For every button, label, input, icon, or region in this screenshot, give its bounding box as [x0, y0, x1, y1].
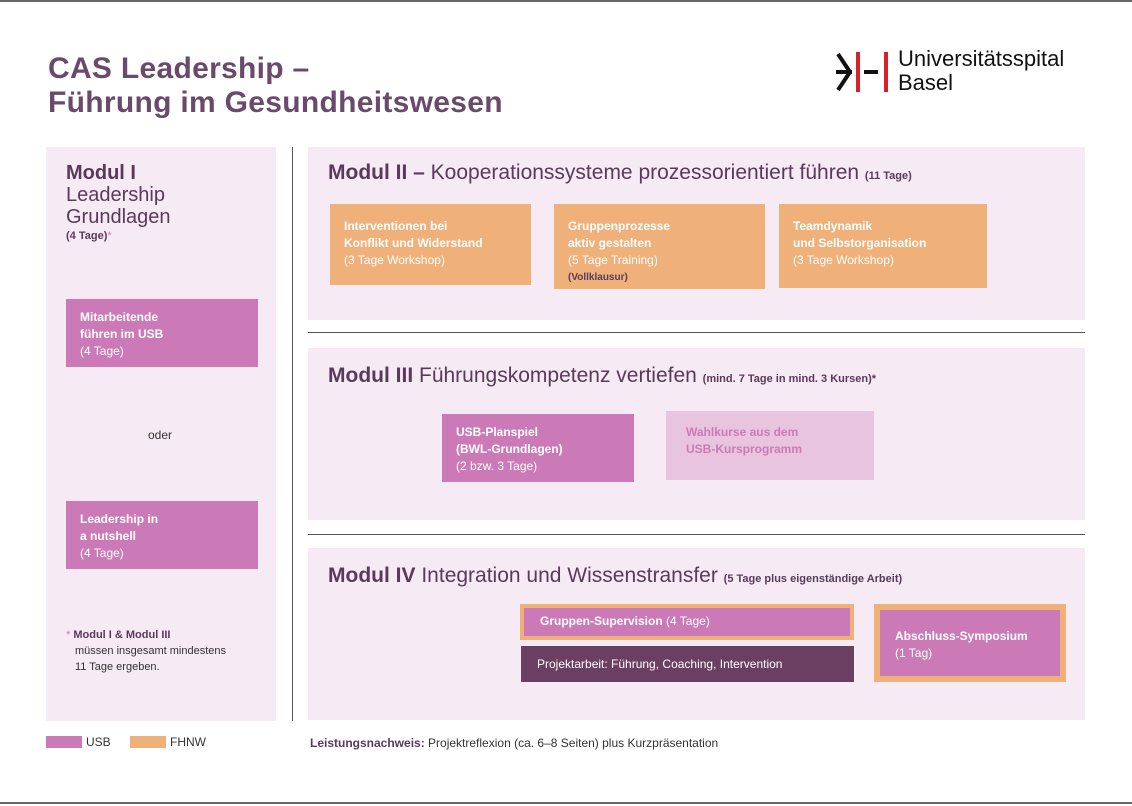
logo-text: Universitätsspital Basel	[898, 47, 1064, 95]
box-duration: (5 Tage Training)	[568, 253, 658, 267]
supervision-title: Gruppen-Supervision	[540, 614, 663, 628]
box-line: Mitarbeitende	[80, 310, 159, 324]
footnote-star: *	[66, 629, 71, 641]
module-1-duration: (4 Tage)*	[66, 230, 171, 242]
module-4-title: Integration und Wissenstransfer	[421, 564, 718, 587]
box-line: Leadership in	[80, 512, 159, 526]
vollklausur-label: (Vollklausur)	[568, 272, 628, 283]
module-1-star: *	[107, 230, 112, 242]
box-gruppen-supervision: Gruppen-Supervision (4 Tage)	[524, 608, 850, 636]
title-line-2: Führung im Gesundheitswesen	[48, 86, 503, 119]
footnote-line-1: Modul I & Modul III	[73, 629, 171, 641]
box-teamdynamik: Teamdynamik und Selbstorganisation (3 Ta…	[779, 204, 987, 288]
box-duration: (2 bzw. 3 Tage)	[456, 459, 538, 473]
box-line: aktiv gestalten	[568, 236, 652, 250]
title-line-1: CAS Leadership –	[48, 52, 310, 85]
module-4-duration: (5 Tage plus eigenständige Arbeit)	[723, 573, 903, 585]
module-3-duration: (mind. 7 Tage in mind. 3 Kursen)*	[702, 373, 877, 385]
or-label: oder	[148, 428, 173, 442]
module-1-footnote: * Modul I & Modul III müssen insgesamt m…	[66, 627, 226, 675]
module-3-heading: Modul III Führungskompetenz vertiefen (m…	[328, 364, 876, 391]
bottom-rule	[0, 802, 1132, 804]
module-4-name: Modul IV	[328, 564, 416, 587]
supervision-frame: Gruppen-Supervision (4 Tage)	[520, 604, 854, 640]
module-4-heading: Modul IV Integration und Wissenstransfer…	[328, 564, 902, 591]
box-projektarbeit: Projektarbeit: Führung, Coaching, Interv…	[521, 646, 854, 682]
footnote-line-3: 11 Tage ergeben.	[75, 661, 160, 673]
box-leadership-nutshell: Leadership in a nutshell (4 Tage)	[66, 501, 258, 569]
module-2-name: Modul II –	[328, 161, 425, 184]
box-duration: (3 Tage Workshop)	[344, 253, 445, 267]
symposium-frame: Abschluss-Symposium (1 Tag)	[874, 604, 1066, 682]
leistungsnachweis: Leistungsnachweis: Projektreflexion (ca.…	[310, 736, 718, 750]
box-line: Wahlkurse aus dem	[686, 425, 799, 439]
logo-line-1: Universitätsspital	[898, 46, 1065, 71]
page-title: CAS Leadership – Führung im Gesundheitsw…	[48, 52, 503, 120]
module-3-title: Führungskompetenz vertiefen	[419, 364, 697, 387]
divider-2-3	[308, 332, 1085, 333]
box-mitarbeitende-fuehren: Mitarbeitende führen im USB (4 Tage)	[66, 299, 258, 367]
module-2-title: Kooperationssysteme prozessorientiert fü…	[430, 161, 860, 184]
module-1-heading: Modul I Leadership Grundlagen (4 Tage)*	[66, 162, 171, 242]
box-line: USB-Kursprogramm	[686, 442, 803, 456]
leistungsnachweis-text: Projektreflexion (ca. 6–8 Seiten) plus K…	[424, 736, 719, 750]
legend-fhnw-label: FHNW	[170, 735, 206, 749]
box-duration: (4 Tage)	[80, 344, 124, 358]
box-line: führen im USB	[80, 327, 164, 341]
usb-logo-icon	[836, 52, 888, 92]
box-duration: (4 Tage)	[80, 546, 124, 560]
box-line: USB-Planspiel	[456, 425, 539, 439]
box-wahlkurse: Wahlkurse aus dem USB-Kursprogramm	[666, 411, 874, 480]
module-1-name: Modul I	[66, 162, 136, 184]
vertical-divider	[292, 147, 293, 721]
legend-usb-label: USB	[86, 735, 111, 749]
box-gruppenprozesse: Gruppenprozesse aktiv gestalten (5 Tage …	[554, 204, 765, 289]
footnote-line-2: müssen insgesamt mindestens	[75, 645, 227, 657]
legend-fhnw-swatch	[130, 736, 166, 748]
module-3-name: Modul III	[328, 364, 414, 387]
box-interventionen: Interventionen bei Konflikt und Widersta…	[330, 204, 531, 285]
module-1-panel	[46, 147, 276, 721]
box-line: Teamdynamik	[793, 219, 873, 233]
module-2-heading: Modul II – Kooperationssysteme prozessor…	[328, 161, 912, 188]
box-line: (BWL-Grundlagen)	[456, 442, 563, 456]
supervision-duration: (4 Tage)	[662, 614, 710, 628]
module-2-duration: (11 Tage)	[864, 170, 912, 182]
box-duration: (3 Tage Workshop)	[793, 253, 894, 267]
module-1-subtitle-2: Grundlagen	[66, 206, 171, 228]
box-line: Konflikt und Widerstand	[344, 236, 483, 250]
box-line: Interventionen bei	[344, 219, 448, 233]
leistungsnachweis-label: Leistungsnachweis:	[310, 736, 425, 750]
box-line: und Selbstorganisation	[793, 236, 927, 250]
logo-line-2: Basel	[898, 70, 954, 95]
box-line: Gruppenprozesse	[568, 219, 671, 233]
symposium-duration: (1 Tag)	[895, 646, 933, 660]
legend-usb-swatch	[46, 736, 82, 748]
box-abschluss-symposium: Abschluss-Symposium (1 Tag)	[880, 610, 1060, 676]
module-1-duration-text: (4 Tage)	[66, 230, 108, 242]
box-line: a nutshell	[80, 529, 137, 543]
top-rule	[0, 0, 1132, 2]
divider-3-4	[308, 534, 1085, 535]
box-usb-planspiel: USB-Planspiel (BWL-Grundlagen) (2 bzw. 3…	[442, 414, 634, 482]
module-1-subtitle-1: Leadership	[66, 184, 165, 206]
symposium-title: Abschluss-Symposium	[895, 629, 1028, 643]
